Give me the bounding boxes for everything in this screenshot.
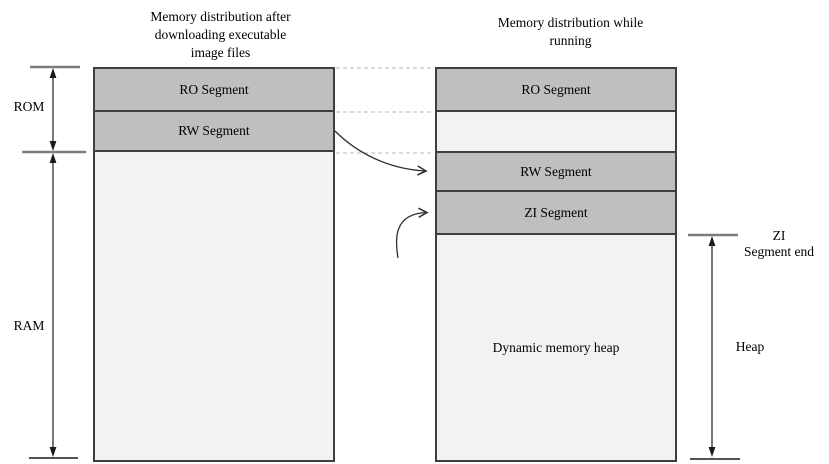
ram-arrowhead-down bbox=[49, 447, 57, 457]
ram-label: RAM bbox=[13, 318, 45, 333]
segment-label: RW Segment bbox=[178, 123, 250, 138]
segment-ro-left: RO Segment bbox=[95, 69, 333, 112]
segment-label: ZI Segment bbox=[524, 204, 588, 220]
rom-arrowhead-down bbox=[49, 141, 57, 151]
memory-box-after-download: RO Segment RW Segment bbox=[93, 67, 335, 462]
dashed-correspondence-lines bbox=[336, 67, 433, 154]
segment-dynamic-heap: Dynamic memory heap bbox=[437, 235, 675, 460]
segment-label: RO Segment bbox=[179, 81, 249, 97]
right-column-title: Memory distribution while running bbox=[497, 15, 644, 48]
zi-mapping-arrow bbox=[395, 213, 427, 259]
segment-empty-gap bbox=[437, 112, 675, 153]
segment-ro-right: RO Segment bbox=[437, 69, 675, 112]
segment-label: RW Segment bbox=[520, 163, 592, 179]
rom-arrowhead-up bbox=[49, 68, 57, 78]
ram-arrowhead-up bbox=[49, 153, 57, 163]
heap-label: Heap bbox=[735, 339, 765, 354]
segment-zi-right: ZI Segment bbox=[437, 192, 675, 235]
segment-label: RO Segment bbox=[521, 81, 591, 97]
left-column-title: Memory distribution after downloading ex… bbox=[150, 9, 291, 60]
ram-extent-bracket bbox=[29, 153, 78, 459]
memory-box-while-running: RO Segment RW Segment ZI Segment Dynamic… bbox=[435, 67, 677, 462]
segment-rw-left: RW Segment bbox=[95, 112, 333, 152]
segment-rw-right: RW Segment bbox=[437, 153, 675, 192]
heap-arrowhead-down bbox=[708, 447, 716, 457]
zi-segment-end-label: ZI Segment end bbox=[743, 228, 815, 260]
segment-label: Dynamic memory heap bbox=[492, 339, 620, 355]
rw-mapping-arrow bbox=[334, 130, 426, 171]
heap-arrowhead-up bbox=[708, 236, 716, 246]
rom-label: ROM bbox=[13, 99, 45, 114]
